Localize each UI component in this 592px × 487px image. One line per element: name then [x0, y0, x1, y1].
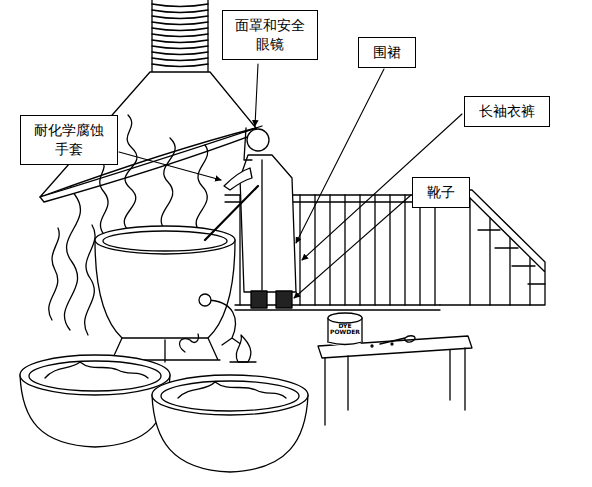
- worker: [205, 126, 296, 308]
- callout-box: 靴子: [412, 177, 470, 208]
- dye-basin: [20, 355, 308, 472]
- dye-vat: [95, 226, 256, 362]
- exhaust-duct: [152, 0, 208, 72]
- callout-text: 围裙: [373, 43, 401, 62]
- work-table: [318, 313, 472, 425]
- callout-box: 围裙: [358, 37, 416, 68]
- callout-text: 靴子: [427, 183, 455, 202]
- callout-box: 面罩和安全眼镜: [222, 10, 318, 60]
- callout-box: 耐化学腐蚀手套: [20, 115, 118, 165]
- can-label: DYE POWDER: [329, 323, 361, 335]
- callout-text: 长袖衣裤: [479, 102, 535, 121]
- leader-line: [119, 64, 462, 298]
- callout-text: 面罩和安全眼镜: [231, 16, 309, 54]
- callout-box: 长袖衣裤: [464, 96, 550, 127]
- callout-text: 耐化学腐蚀手套: [29, 121, 109, 159]
